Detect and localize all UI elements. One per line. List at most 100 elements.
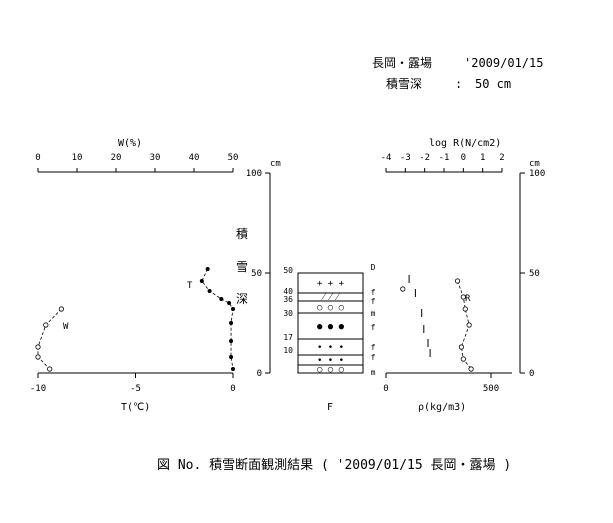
rho-axis-label: ρ(kg/m3) [418, 402, 466, 413]
strat-hardness-label: D [371, 263, 376, 272]
rho-axis-ticks: 0 500 [383, 373, 499, 394]
w-tick-label: 50 [228, 153, 239, 163]
header-depth-value: 50 cm [475, 77, 511, 91]
r-data-point [458, 344, 464, 350]
stratigraphy-panel: + + +⁄ ⁄ ⁄○ ○ ○● ● ●• • •• • •○ ○ ○ 5040… [283, 263, 375, 413]
figure-caption: 図 No. 積雪断面観測結果 ( '2009/01/15 長岡・露場 ) [157, 458, 511, 473]
series-label-w: W [63, 322, 69, 332]
r-tick-label: -1 [439, 153, 450, 163]
w-axis-ticks: 0 10 20 30 40 50 [35, 153, 238, 172]
strat-layer-symbol: ⁄ ⁄ ⁄ [321, 293, 341, 303]
strat-depth-label: 10 [283, 346, 293, 355]
rho-tick-label: 500 [483, 384, 499, 394]
strat-layer-symbol: • • • [317, 343, 344, 353]
w-data-point [35, 344, 41, 350]
t-axis-label: T(℃) [121, 402, 150, 413]
r-tick-label: 2 [499, 153, 504, 163]
r-data-point [466, 322, 472, 328]
t-data-point [199, 279, 204, 283]
right-tick-label: 0 [529, 369, 534, 379]
right-axis-ticks: 0 50 100 [520, 169, 545, 379]
w-data-point [47, 366, 53, 372]
t-data-point [205, 267, 210, 271]
center-axis-unit: cm [270, 159, 281, 169]
t-data-point [231, 307, 235, 311]
r-data-point [460, 356, 466, 362]
header-date: '2009/01/15 [464, 56, 543, 70]
strat-layer-symbol: ● ● ● [317, 322, 345, 332]
strat-hardness-label: f [371, 343, 376, 352]
w-axis-label: W(%) [118, 138, 142, 149]
extra-data-point [400, 286, 406, 292]
vertical-title-char-3: 深 [236, 292, 248, 306]
temperature-water-panel: W(%) 0 10 20 30 40 50 -10 -5 0 T(℃) T W [30, 138, 239, 413]
strat-depth-label: 30 [283, 309, 293, 318]
w-tick-label: 40 [189, 153, 200, 163]
rho-tick-label: 0 [383, 384, 388, 394]
stratigraphy-layers: + + +⁄ ⁄ ⁄○ ○ ○● ● ●• • •• • •○ ○ ○ [297, 272, 364, 375]
t-tick-label: 0 [230, 384, 235, 394]
t-tick-label: -5 [130, 384, 141, 394]
t-data-point [229, 339, 234, 343]
center-tick-label: 100 [246, 169, 262, 179]
strat-hardness-label: m [371, 309, 376, 318]
r-data-point [454, 278, 461, 284]
w-data-point [35, 354, 41, 360]
strat-layer-symbol: • • • [317, 356, 344, 366]
right-tick-label: 100 [529, 169, 545, 179]
series-label-r: R [465, 294, 471, 304]
strat-layer-symbol: ○ ○ ○ [317, 303, 345, 313]
r-tick-label: -4 [381, 153, 392, 163]
t-series-line [201, 268, 234, 370]
w-tick-label: 20 [111, 153, 122, 163]
t-data-point [207, 289, 212, 293]
strat-layer-symbol: + + + [317, 279, 345, 289]
header-location: 長岡・露場 [372, 56, 432, 70]
strat-hardness-label: f [371, 323, 376, 332]
strat-hardness-label: m [371, 368, 376, 377]
t-data-point [231, 367, 235, 371]
w-tick-label: 10 [72, 153, 83, 163]
strat-layer [297, 312, 364, 340]
vertical-title-char-2: 雪 [236, 260, 248, 274]
center-depth-axis: cm 0 50 100 積 雪 深 [236, 159, 281, 379]
vertical-title-char-1: 積 [236, 226, 248, 241]
strat-depth-label: 40 [283, 287, 293, 296]
right-tick-label: 50 [529, 269, 540, 279]
t-tick-label: -10 [30, 384, 46, 394]
water-content-series [35, 306, 65, 372]
w-data-point [43, 322, 49, 328]
series-label-t: T [187, 281, 193, 291]
r-data-point [462, 306, 468, 312]
r-tick-label: -2 [419, 153, 430, 163]
t-data-point [229, 321, 234, 325]
strat-hardness-label: f [371, 353, 376, 362]
strat-depth-label: 50 [283, 266, 293, 275]
t-data-point [219, 297, 224, 301]
strat-hardness-label: f [371, 288, 376, 297]
w-tick-label: 30 [150, 153, 161, 163]
header-colon: : [455, 77, 462, 91]
center-tick-label: 0 [257, 369, 262, 379]
w-tick-label: 0 [35, 153, 40, 163]
center-axis-ticks: 0 50 100 [246, 169, 270, 379]
r-tick-label: -3 [400, 153, 411, 163]
strat-depth-label: 36 [283, 295, 293, 304]
density-series [408, 275, 431, 357]
strat-layer [297, 364, 364, 374]
strat-depth-label: 17 [283, 333, 293, 342]
extra-point-series [400, 286, 406, 292]
hardness-series [454, 278, 474, 372]
t-data-point [229, 355, 234, 359]
strat-layer-symbol: ○ ○ ○ [317, 365, 345, 375]
right-axis-unit: cm [529, 159, 540, 169]
r-tick-label: 0 [461, 153, 466, 163]
header-depth-label: 積雪深 [386, 76, 422, 91]
r-data-point [468, 366, 474, 372]
strat-hardness-label: f [371, 297, 376, 306]
center-tick-label: 50 [251, 269, 262, 279]
